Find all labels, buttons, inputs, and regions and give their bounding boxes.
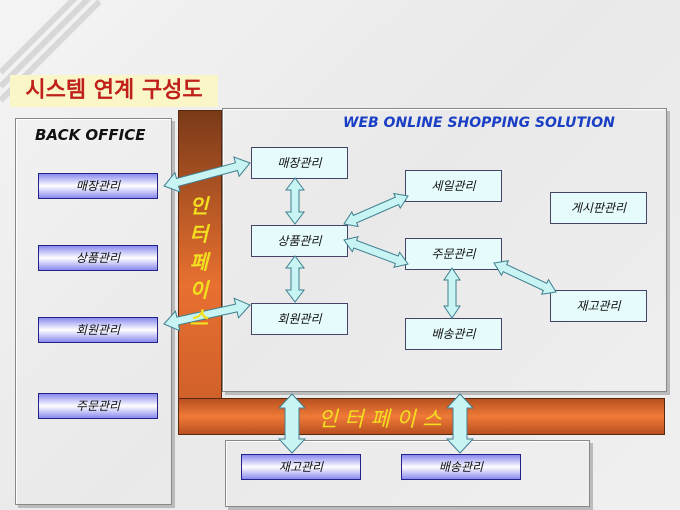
double-arrow-icon bbox=[277, 393, 307, 454]
double-arrow-icon bbox=[163, 156, 251, 193]
bo-product-mgmt: 상품관리 bbox=[38, 245, 158, 271]
bo-member-mgmt: 회원관리 bbox=[38, 317, 158, 343]
web-title: WEB ONLINE SHOPPING SOLUTION bbox=[343, 115, 615, 131]
web-panel bbox=[222, 108, 667, 392]
back-office-title: BACK OFFICE bbox=[35, 126, 146, 144]
interface-char: 인 bbox=[189, 194, 209, 218]
interface-char: 페 bbox=[189, 250, 209, 274]
interface-char: 스 bbox=[189, 306, 209, 330]
web-inventory-mgmt: 재고관리 bbox=[550, 290, 647, 322]
interface-bar-vertical bbox=[178, 110, 222, 402]
interface-label-vertical: 인 터 페 이 스 bbox=[178, 192, 220, 332]
web-delivery-mgmt: 배송관리 bbox=[405, 318, 502, 350]
web-store-mgmt: 매장관리 bbox=[251, 147, 348, 179]
double-arrow-icon bbox=[285, 177, 305, 225]
double-arrow-icon bbox=[343, 192, 409, 228]
back-office-panel bbox=[15, 118, 172, 505]
page-title: 시스템 연계 구성도 bbox=[10, 75, 218, 107]
bo-order-mgmt: 주문관리 bbox=[38, 393, 158, 419]
web-product-mgmt: 상품관리 bbox=[251, 225, 348, 257]
bottom-panel bbox=[225, 440, 590, 507]
bo-store-mgmt: 매장관리 bbox=[38, 173, 158, 199]
double-arrow-icon bbox=[343, 235, 409, 269]
double-arrow-icon bbox=[285, 255, 305, 303]
interface-label-horizontal: 인 터 페 이 스 bbox=[318, 407, 442, 431]
double-arrow-icon bbox=[163, 297, 251, 332]
web-member-mgmt: 회원관리 bbox=[251, 303, 348, 335]
bottom-delivery-mgmt: 배송관리 bbox=[401, 454, 521, 480]
web-sale-mgmt: 세일관리 bbox=[405, 170, 502, 202]
web-board-mgmt: 게시판관리 bbox=[550, 192, 647, 224]
interface-bar-horizontal bbox=[178, 398, 665, 435]
interface-char: 터 bbox=[189, 222, 209, 246]
double-arrow-icon bbox=[445, 393, 475, 454]
double-arrow-icon bbox=[443, 267, 461, 319]
double-arrow-icon bbox=[493, 260, 557, 295]
bottom-inventory-mgmt: 재고관리 bbox=[241, 454, 361, 480]
interface-char: 이 bbox=[189, 278, 209, 302]
